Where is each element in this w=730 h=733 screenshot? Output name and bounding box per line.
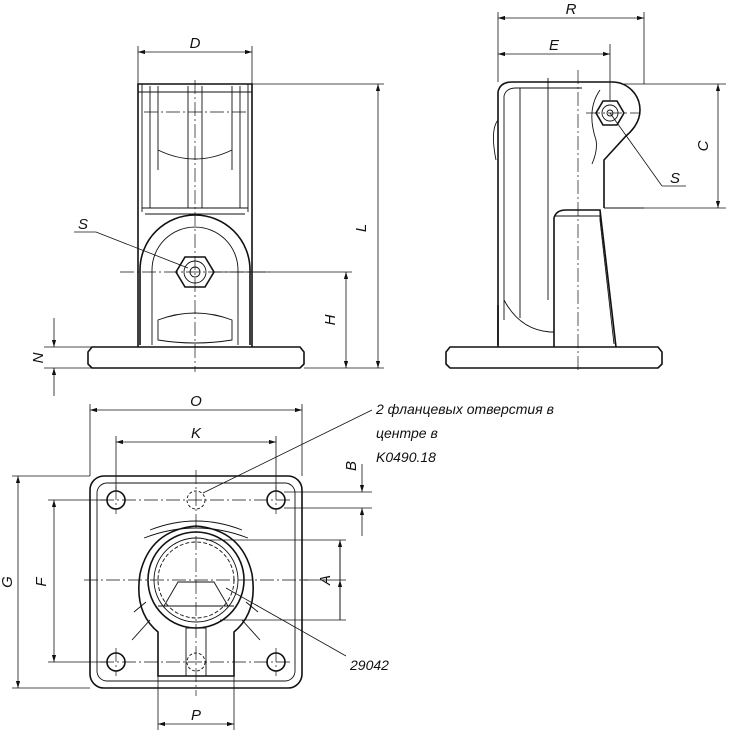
dim-label-k: K xyxy=(191,425,202,442)
dim-label-c: C xyxy=(695,140,712,151)
side-view xyxy=(445,70,663,372)
dim-label-g: G xyxy=(0,576,16,588)
dim-label-o: O xyxy=(190,393,202,410)
dim-label-p: P xyxy=(191,707,201,724)
dim-label-a: A xyxy=(317,575,334,586)
top-dimensions xyxy=(12,404,373,730)
dim-label-f: F xyxy=(33,577,50,587)
dim-label-n: N xyxy=(30,352,47,363)
dim-label-b: B xyxy=(343,461,360,471)
note-line-3: K0490.18 xyxy=(376,449,436,465)
front-view xyxy=(87,80,305,372)
top-view xyxy=(84,470,308,696)
note-line-1: 2 фланцевых отверстия в xyxy=(375,401,554,417)
dim-label-h: H xyxy=(322,314,339,325)
dim-label-l: L xyxy=(353,224,370,232)
dim-label-s-front: S xyxy=(78,216,88,233)
dim-label-d: D xyxy=(190,35,201,52)
part-reference: 29042 xyxy=(349,657,389,673)
dim-label-r: R xyxy=(566,1,577,18)
dim-label-s-side: S xyxy=(670,170,680,187)
side-dimensions xyxy=(497,12,726,209)
dim-label-e: E xyxy=(549,37,560,54)
note-line-2: центре в xyxy=(376,425,438,441)
front-dimensions xyxy=(44,46,384,396)
